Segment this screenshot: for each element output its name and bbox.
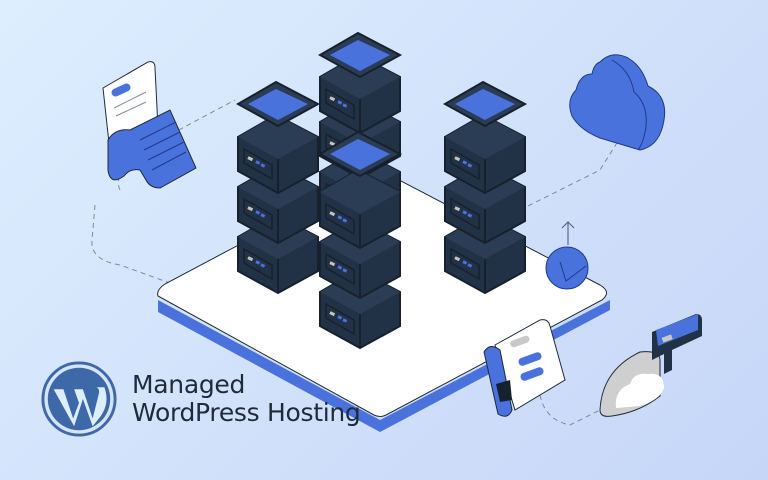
brand-title-line1: Managed (132, 370, 246, 399)
receipt-scroll-icon (483, 319, 566, 417)
upload-circle-icon (545, 221, 589, 290)
cloud-icon (569, 54, 666, 151)
document-scroll-icon (102, 61, 197, 189)
cloud-key-icon (599, 314, 702, 417)
brand-title: Managed WordPress Hosting (132, 370, 361, 427)
wordpress-logo-icon (41, 361, 117, 437)
brand-block: Managed WordPress Hosting (40, 360, 361, 438)
brand-title-line2: WordPress Hosting (132, 398, 361, 427)
